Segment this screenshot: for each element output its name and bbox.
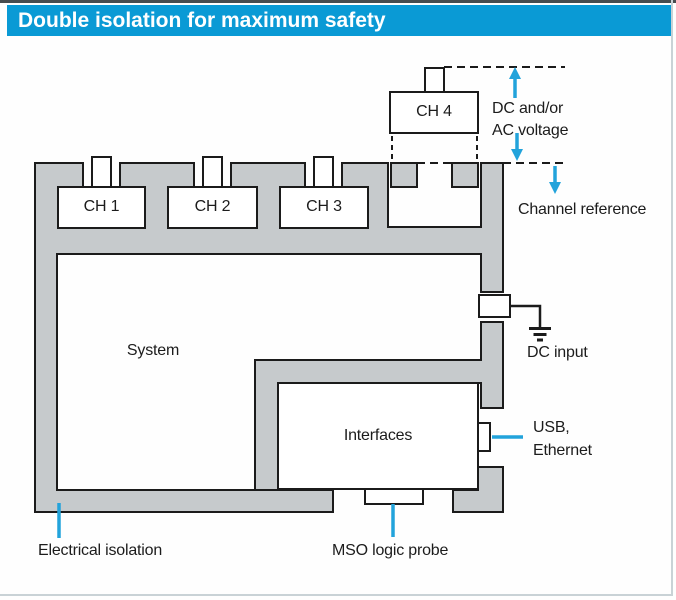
figure-bottom-border [0,594,673,596]
usb-ethernet-connector [477,422,491,452]
arrow-up-ac-dc-icon [509,67,521,98]
ch4-socket-tooth-right [451,162,479,188]
chassis-inner-wall [254,321,504,491]
interfaces-box [277,382,479,490]
page-title: Double isolation for maximum safety [18,9,386,32]
dc-input-label: DC input [527,344,588,361]
channel-1-label: CH 1 [83,198,120,215]
interfaces-label: Interfaces [343,427,413,444]
arrow-down-channel-reference-icon [549,166,561,194]
mso-logic-probe-label: MSO logic probe [332,542,449,559]
usb-ethernet-line1: USB, [533,419,570,436]
channel-2-box [167,186,258,229]
channel-2-label: CH 2 [194,198,231,215]
figure-right-border [671,0,673,596]
usb-ethernet-line2: Ethernet [533,442,592,459]
channel-3-box [279,186,369,229]
ground-icon [529,327,551,342]
dc-ac-voltage-line1: DC and/or [492,100,564,117]
dc-ground-wire [510,304,542,327]
usb-ethernet-label: USB, Ethernet [533,416,592,462]
channel-4-label: CH 4 [416,103,452,120]
bnc-connector-ch1 [91,156,112,189]
ch4-socket-tooth-left [390,162,418,188]
page-top-edge [0,0,676,3]
dc-ac-voltage-line2: AC voltage [492,122,569,139]
dc-input-connector [478,294,511,318]
bnc-connector-ch3 [313,156,334,189]
chassis-body [34,162,504,513]
channel-1-box [57,186,146,229]
mso-probe-connector [364,488,424,505]
bnc-connector-ch4 [424,67,445,94]
arrow-down-ac-dc-icon [511,133,523,161]
dc-ac-voltage-label: DC and/or AC voltage [492,98,568,142]
channel-reference-label: Channel reference [518,201,647,218]
channel-3-label: CH 3 [306,198,342,215]
electrical-isolation-label: Electrical isolation [38,542,163,559]
system-label: System [126,342,180,359]
title-bar: Double isolation for maximum safety [7,5,672,36]
bnc-connector-ch2 [202,156,223,189]
channel-4-box [389,91,479,134]
